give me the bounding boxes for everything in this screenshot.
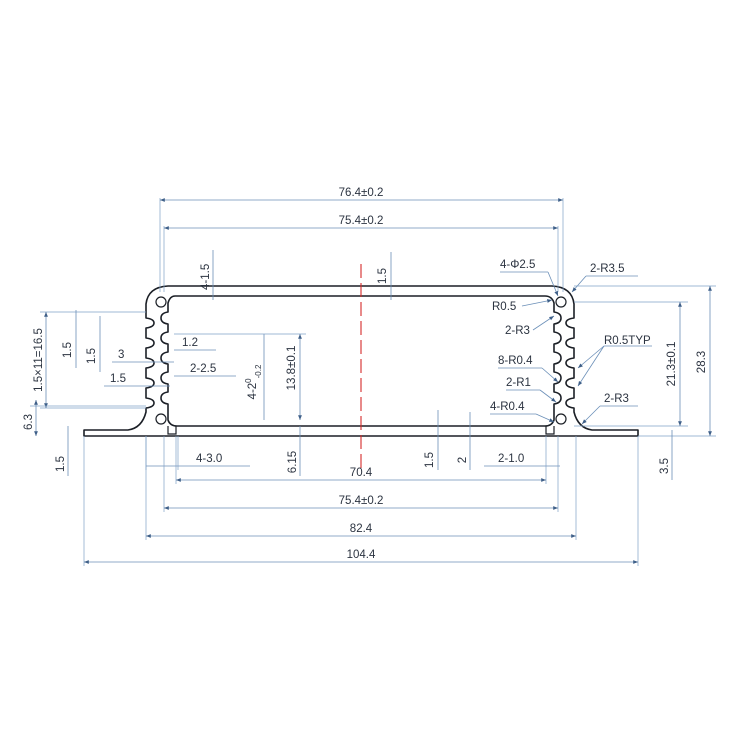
callout-2-r3: 2-R3 xyxy=(505,325,530,337)
dim-slot-height-sub: -0.2 xyxy=(254,364,263,378)
left-dimensions: 1.5×11=16.5 1.5 1.5 3 1.2 2-2.5 1.5 6.3 … xyxy=(23,310,306,476)
screw-hole-bottom-right xyxy=(555,413,567,425)
callout-8-r0-4: 8-R0.4 xyxy=(498,355,533,367)
base-slot-left xyxy=(167,426,177,435)
callout-r0-5: R0.5 xyxy=(492,301,516,313)
dim-6-3: 6.3 xyxy=(23,414,35,430)
callout-r0-5-typ: R0.5TYP xyxy=(604,335,651,347)
bottom-dimensions: 70.4 75.4±0.2 82.4 104.4 xyxy=(83,436,639,566)
dim-fin-depth: 3 xyxy=(118,349,124,361)
dim-fin-pitch-b: 1.5 xyxy=(86,348,98,364)
dim-28-3: 28.3 xyxy=(696,351,708,373)
dim-fin-width: 2-2.5 xyxy=(190,363,216,375)
dim-1-5-top-wall: 1.5 xyxy=(377,268,389,284)
screw-hole-top-right xyxy=(555,296,567,308)
dim-slot-height-main: 4-2 xyxy=(247,383,259,400)
dim-76-4: 76.4±0.2 xyxy=(339,187,384,199)
dim-fin-thick: 1.5 xyxy=(110,373,126,385)
callout-r3-5: 2-R3.5 xyxy=(590,263,625,275)
dim-21-3: 21.3±0.1 xyxy=(666,342,678,387)
dim-82-4: 82.4 xyxy=(350,523,373,535)
right-callouts: 4-Φ2.5 2-R3.5 R0.5 2-R3 R0.5TYP 8-R0.4 2… xyxy=(490,259,716,480)
profile-outline xyxy=(83,285,639,437)
dim-2-mid: 2 xyxy=(457,457,469,463)
outer-contour xyxy=(83,285,639,437)
inner-cavity xyxy=(160,295,562,427)
callout-2-r3-lower: 2-R3 xyxy=(604,393,629,405)
dim-2-1-0: 2-1.0 xyxy=(498,453,524,465)
dim-13-8: 13.8±0.1 xyxy=(286,346,298,391)
dim-75-4-top: 75.4±0.2 xyxy=(339,215,384,227)
dim-104-4: 104.4 xyxy=(347,549,376,561)
base-slot-right xyxy=(545,426,555,435)
callout-2-r1: 2-R1 xyxy=(506,377,531,389)
screw-hole-top-left xyxy=(155,296,167,308)
dim-fin-stack: 1.5×11=16.5 xyxy=(33,328,45,392)
dim-fin-gap: 1.2 xyxy=(182,337,198,349)
dim-fin-pitch-a: 1.5 xyxy=(62,342,74,358)
top-dimensions: 76.4±0.2 75.4±0.2 4-1.5 1.5 xyxy=(159,187,564,300)
dim-3-5: 3.5 xyxy=(659,458,671,474)
dim-1-5-mid: 1.5 xyxy=(424,452,436,468)
dim-1-5-flange: 1.5 xyxy=(55,456,67,472)
dim-slot-height-sup: 0 xyxy=(244,378,253,383)
screw-hole-bottom-left xyxy=(155,413,167,425)
dim-6-15: 6.15 xyxy=(287,451,299,473)
dim-slot-height: 4-20-0.2 xyxy=(244,364,263,399)
dim-4-3-0: 4-3.0 xyxy=(196,453,222,465)
middle-dimensions: 1.5 2 2-1.0 xyxy=(424,410,560,470)
callout-4-r0-4: 4-R0.4 xyxy=(490,401,525,413)
dim-75-4-bottom: 75.4±0.2 xyxy=(339,495,384,507)
dim-4-1-5: 4-1.5 xyxy=(200,264,212,290)
callout-holes: 4-Φ2.5 xyxy=(500,259,535,271)
dim-70-4: 70.4 xyxy=(350,467,373,479)
